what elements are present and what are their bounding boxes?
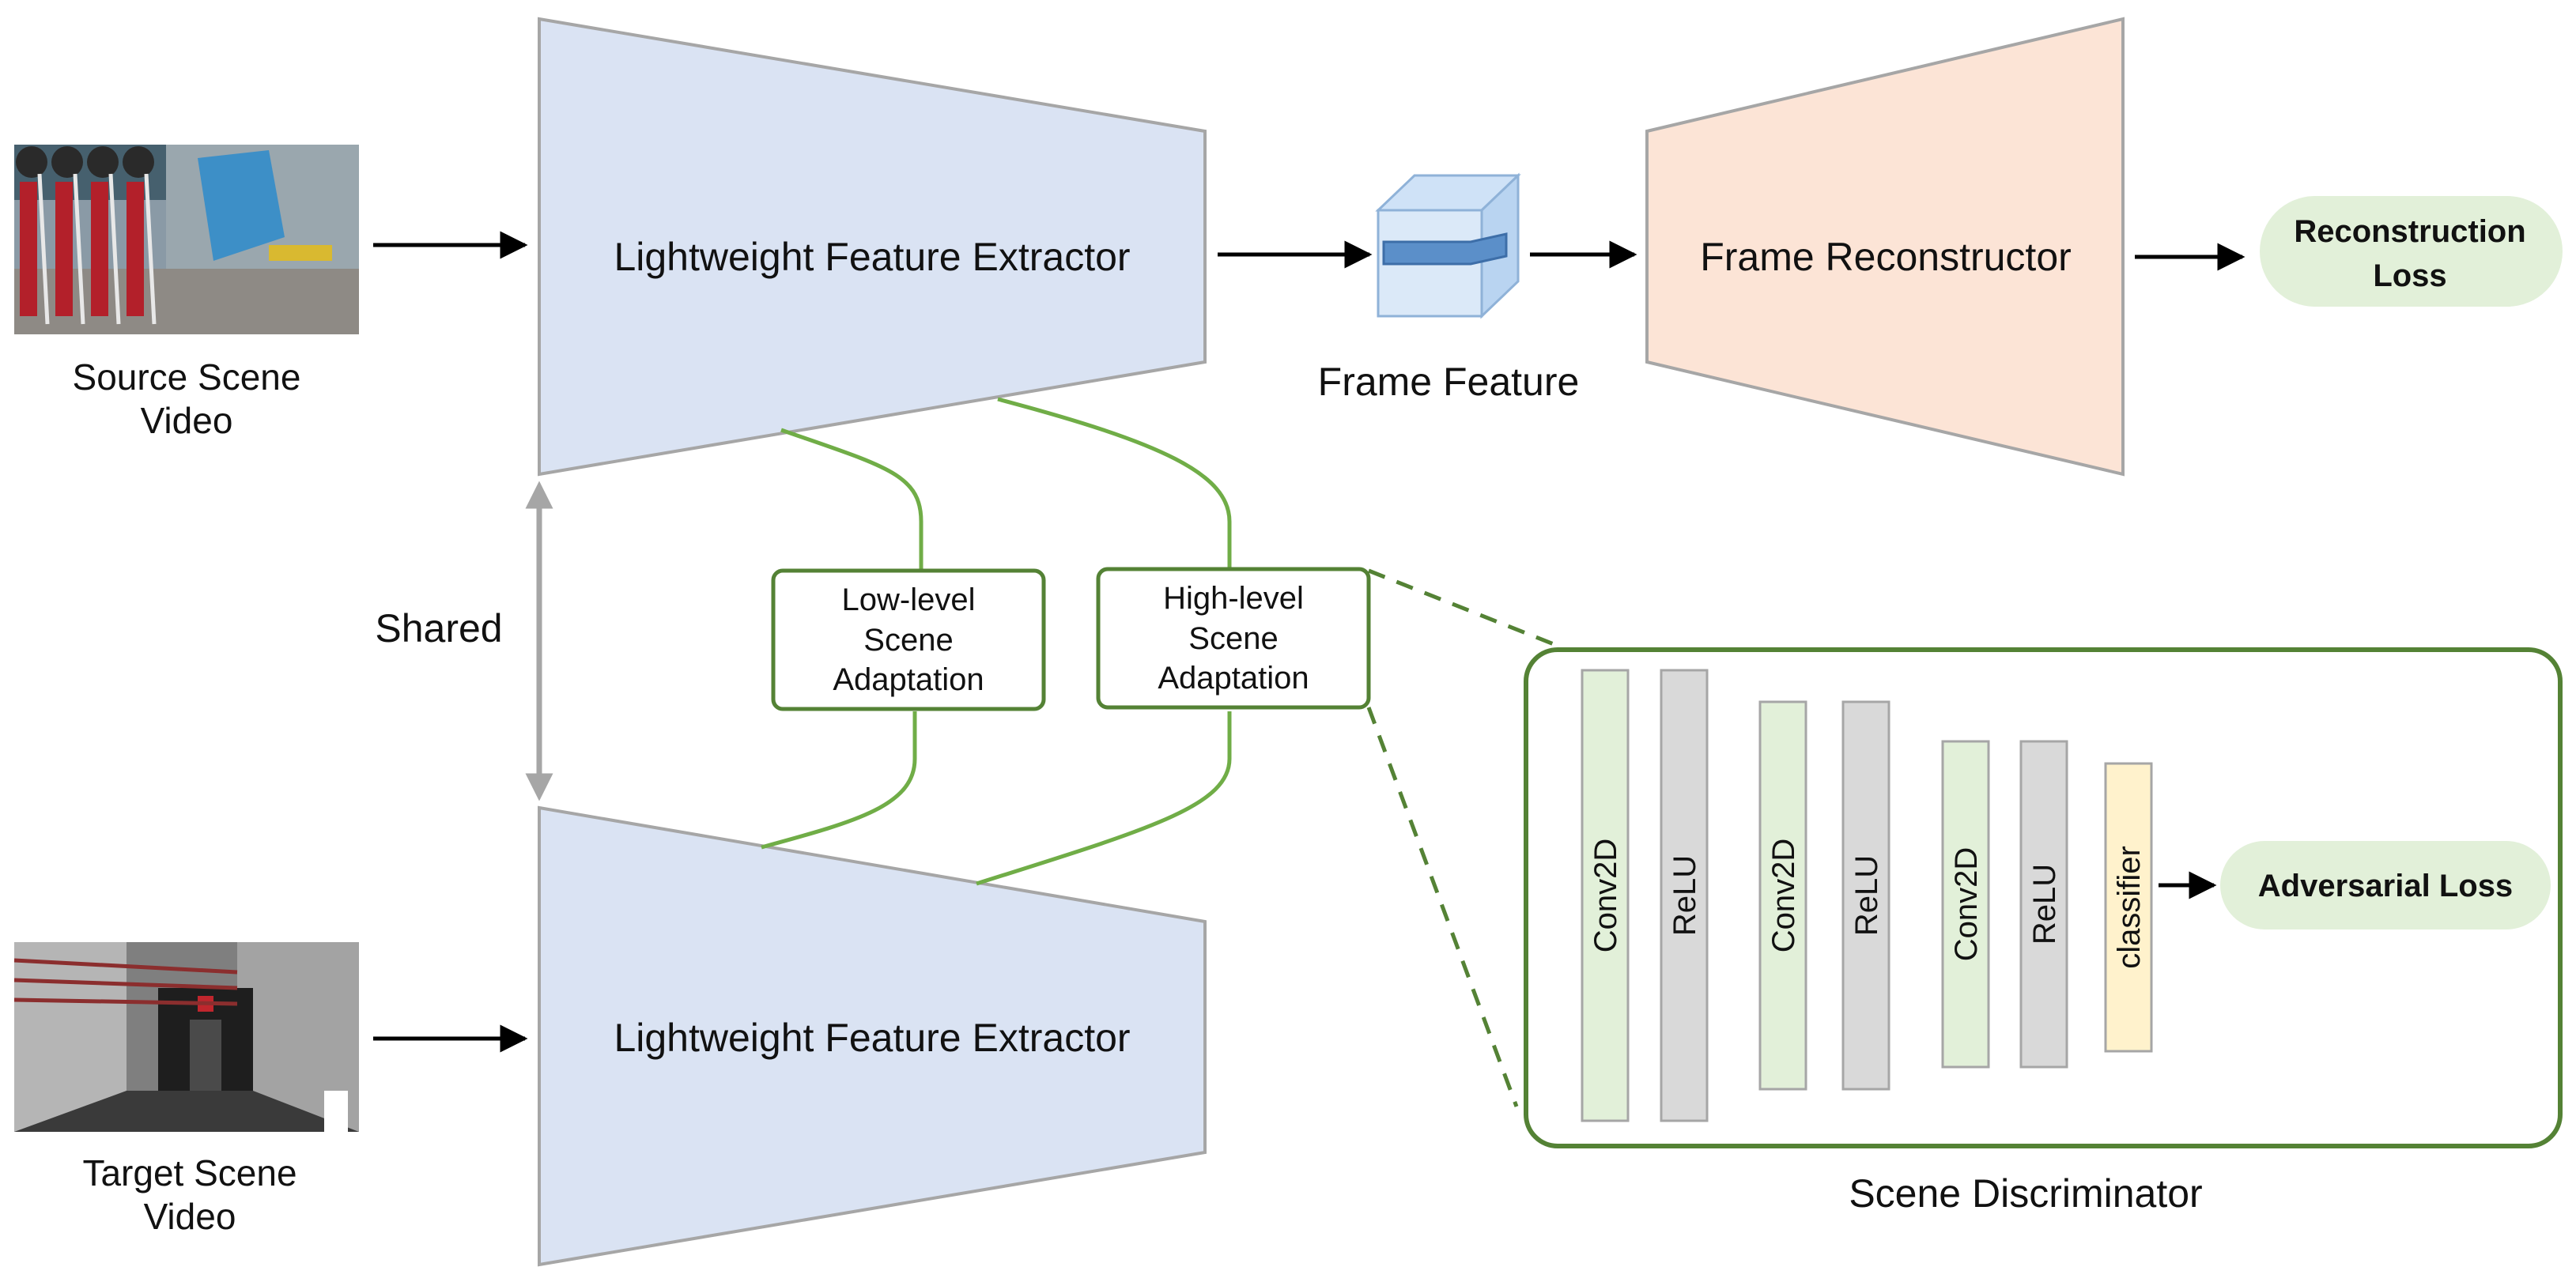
high-adapt-line3: Adaptation (1158, 661, 1309, 696)
classifier-layer (2104, 762, 2153, 1053)
relu-label-1: ReLU (1668, 855, 1702, 936)
scene-discriminator-title: Scene Discriminator (1849, 1171, 2202, 1216)
extractor-top-label: Lightweight Feature Extractor (614, 235, 1130, 279)
conv2d-layer-1 (1581, 669, 1630, 1122)
relu-layer-2 (1841, 700, 1890, 1091)
adversarial-loss-pill (2220, 841, 2551, 929)
reconstruction-loss-line1: Reconstruction (2294, 214, 2525, 249)
high-level-adaptation-box (1096, 567, 1371, 710)
low-adapt-line2: Scene (863, 623, 953, 658)
conv2d-label-3: Conv2D (1949, 847, 1984, 962)
extractor-bottom-shape (538, 805, 1207, 1267)
target-label-line1: Target Scene (82, 1152, 297, 1193)
relu-label-3: ReLU (2027, 864, 2062, 945)
relu-layer-3 (2019, 740, 2068, 1069)
relu-layer-1 (1660, 669, 1709, 1122)
low-adapt-line1: Low-level (842, 583, 976, 617)
high-adapt-line2: Scene (1188, 621, 1278, 656)
discriminator-layers (1581, 669, 2153, 1122)
adaptation-connectors (761, 397, 1232, 886)
frame-feature-label: Frame Feature (1318, 360, 1580, 404)
low-adapt-line3: Adaptation (833, 662, 984, 697)
low-level-adaptation-box (771, 568, 1046, 711)
source-label-line2: Video (141, 400, 233, 441)
source-label-line1: Source Scene (73, 356, 301, 398)
reconstructor-label: Frame Reconstructor (1700, 235, 2072, 279)
reconstructor-shape (1645, 17, 2125, 477)
extractor-bottom-label: Lightweight Feature Extractor (614, 1016, 1130, 1060)
classifier-label: classifier (2112, 846, 2147, 969)
frame-feature-cube (1375, 172, 1521, 319)
reconstruction-loss-pill (2260, 196, 2563, 307)
shared-label: Shared (375, 606, 502, 650)
extractor-top-shape (538, 17, 1207, 477)
zoom-dashed-lines (1366, 568, 1554, 1107)
conv2d-layer-3 (1941, 740, 1990, 1069)
reconstruction-loss-line2: Loss (2373, 258, 2446, 293)
source-video-thumbnail (14, 145, 359, 334)
conv2d-layer-2 (1758, 700, 1807, 1091)
conv2d-label-2: Conv2D (1766, 839, 1801, 953)
target-video-thumbnail (13, 942, 359, 1132)
target-label-line2: Video (144, 1196, 236, 1237)
adversarial-loss-label: Adversarial Loss (2258, 869, 2513, 903)
conv2d-label-1: Conv2D (1588, 839, 1623, 953)
relu-label-2: ReLU (1849, 855, 1884, 936)
high-adapt-line1: High-level (1163, 581, 1304, 616)
